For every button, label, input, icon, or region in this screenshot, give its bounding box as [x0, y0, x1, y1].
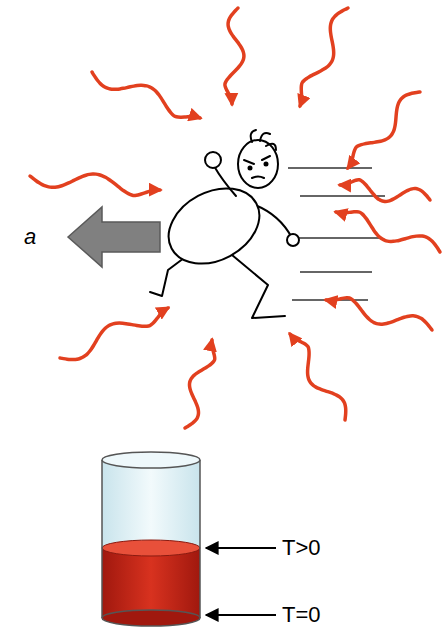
- radiation-waves: [30, 8, 440, 428]
- radiation-wave: [225, 8, 244, 104]
- radiation-wave: [340, 180, 430, 202]
- radiation-wave: [60, 308, 168, 360]
- acceleration-label: a: [24, 226, 36, 248]
- leader-arrow: [206, 547, 276, 549]
- radiation-wave: [300, 8, 348, 106]
- acceleration-arrow: [68, 207, 160, 267]
- temperature-label: T=0: [282, 604, 321, 626]
- radiation-wave: [326, 298, 432, 330]
- leader-arrow: [206, 614, 276, 616]
- radiation-wave: [185, 340, 215, 428]
- running-man: [150, 130, 299, 318]
- radiation-wave: [92, 72, 200, 118]
- radiation-wave: [348, 92, 420, 168]
- temperature-label: T>0: [282, 537, 321, 559]
- radiation-wave: [336, 212, 440, 252]
- temperature-tube: [102, 452, 200, 626]
- radiation-wave: [30, 174, 160, 196]
- radiation-wave: [290, 334, 346, 420]
